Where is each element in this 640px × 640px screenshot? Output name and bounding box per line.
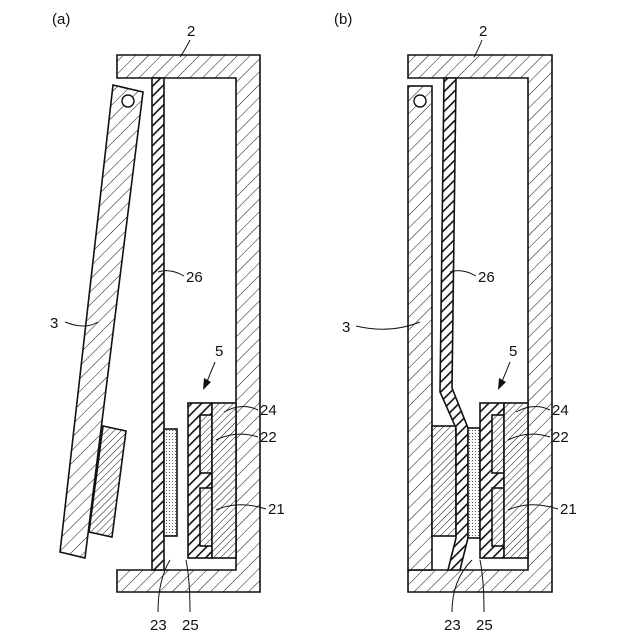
panel-a-label-22: 22 [260, 429, 277, 446]
panel-b-cover-plate [408, 86, 432, 570]
panel-b-label-23: 23 [444, 617, 461, 634]
panel-b-label-2: 2 [479, 23, 487, 40]
panel-a-label-23: 23 [150, 617, 167, 634]
panel-b-hinge-pin [414, 95, 426, 107]
panel-a-label-26: 26 [186, 269, 203, 286]
panel-a-arrowhead-5 [203, 378, 211, 390]
panel-a-label-21: 21 [268, 501, 285, 518]
panel-b-label-22: 22 [552, 429, 569, 446]
panel-a-layer-21 [200, 488, 212, 546]
panel-b-layer-22 [492, 415, 504, 473]
panel-b-label-21: 21 [560, 501, 577, 518]
panel-b-label-25: 25 [476, 617, 493, 634]
panel-a-label-24: 24 [260, 402, 277, 419]
panel-a-label-5: 5 [215, 343, 223, 360]
panel-a-label-25: 25 [182, 617, 199, 634]
panel-b-label-3: 3 [342, 319, 350, 336]
panel-a-label-3: 3 [50, 315, 58, 332]
panel-b-cover-block [432, 426, 456, 536]
panel-b-layer-21 [492, 488, 504, 546]
panel-a-layer-22 [200, 415, 212, 473]
panel-a-label-2: 2 [187, 23, 195, 40]
panel-b-board [504, 403, 528, 558]
panel-b-element-23 [468, 428, 480, 538]
panel-b: (b) 2 26 3 5 24 22 [334, 11, 577, 634]
panel-b-label-24: 24 [552, 402, 569, 419]
panel-a-hinge-pin [122, 95, 134, 107]
panel-b-arrowhead-5 [498, 378, 506, 390]
panel-a-caption: (a) [52, 11, 70, 28]
panel-b-caption: (b) [334, 11, 352, 28]
panel-a-element-23 [164, 429, 177, 536]
panel-b-label-26: 26 [478, 269, 495, 286]
panel-a-board [212, 403, 236, 558]
panel-b-label-5: 5 [509, 343, 517, 360]
panel-a-sheet-26 [152, 78, 164, 570]
panel-a: (a) 2 26 3 5 24 22 [50, 11, 285, 634]
